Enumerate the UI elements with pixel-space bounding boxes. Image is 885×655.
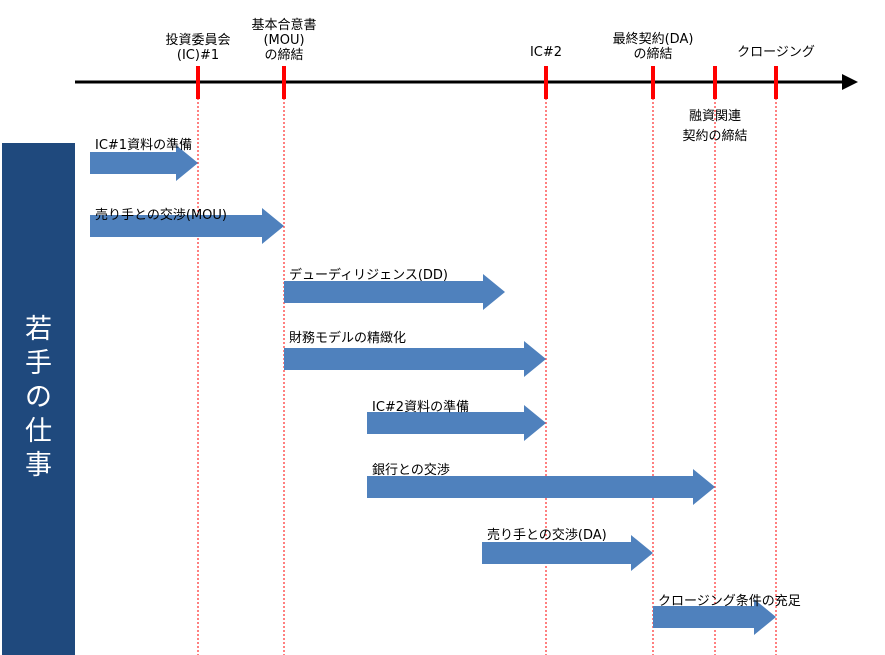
task-label: 財務モデルの精緻化: [289, 331, 407, 346]
milestone-label-line: 契約の締結: [682, 129, 748, 144]
task-label: IC#2資料の準備: [372, 400, 470, 415]
task-arrow: [367, 469, 715, 505]
milestone-label-line: クロージング: [737, 45, 815, 60]
task-arrow: [653, 599, 776, 635]
side-title-char: の: [25, 382, 52, 413]
milestone-label-da: 最終契約(DA)の締結: [613, 32, 694, 62]
side-title-char: 若: [25, 314, 52, 345]
side-title-char: 事: [25, 450, 52, 481]
milestone-label-ic2: IC#2: [530, 45, 562, 60]
milestone-label-mou: 基本合意書(MOU)の締結: [251, 18, 316, 63]
task-label: クロージング条件の充足: [658, 594, 801, 609]
task-label: 売り手との交渉(MOU): [95, 208, 227, 223]
milestone-label-fin: 融資関連契約の締結: [682, 107, 747, 147]
task-arrow: [284, 274, 505, 310]
task-arrow: [90, 145, 198, 181]
milestone-label-line: 融資関連: [688, 109, 742, 124]
task-arrow: [284, 341, 546, 377]
milestone-label-line: IC#2: [529, 45, 563, 60]
milestone-label-line: 投資委員会: [165, 33, 231, 48]
task-label: IC#1資料の準備: [95, 138, 193, 153]
task-label: 銀行との交渉: [372, 463, 450, 478]
task-label: デューディリジェンス(DD): [289, 268, 448, 283]
milestone-label-line: (MOU): [263, 33, 305, 48]
milestone-label-ic1: 投資委員会(IC)#1: [165, 33, 230, 63]
milestone-label-line: の締結: [633, 47, 673, 62]
side-title-char: 手: [25, 348, 52, 379]
task-label: 売り手との交渉(DA): [487, 528, 607, 543]
side-panel: 若 手 の 仕 事: [2, 143, 75, 655]
milestone-label-line: (IC)#1: [176, 48, 220, 63]
milestone-label-line: 基本合意書: [251, 18, 317, 33]
task-arrow: [367, 405, 546, 441]
milestone-label-close: クロージング: [737, 45, 815, 60]
milestone-label-line: 最終契約(DA): [612, 32, 694, 47]
milestone-label-line: の締結: [264, 48, 304, 63]
task-arrow: [90, 208, 284, 244]
task-arrow: [482, 535, 653, 571]
timeline-arrowhead: [842, 74, 858, 90]
side-title-char: 仕: [25, 416, 52, 447]
side-title: 若 手 の 仕 事: [2, 313, 75, 483]
